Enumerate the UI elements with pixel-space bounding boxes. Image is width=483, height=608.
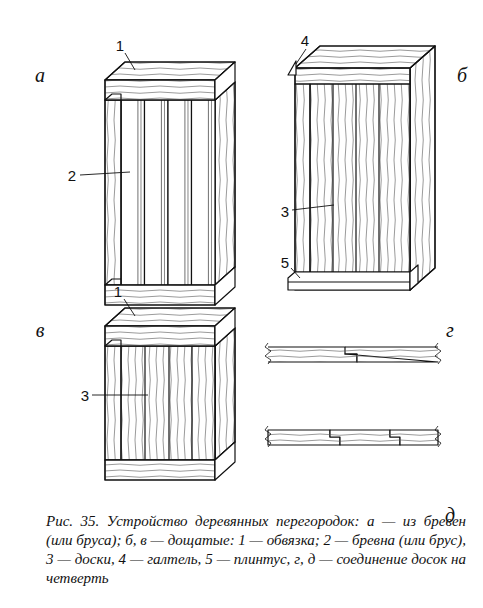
plinth-edge: [288, 281, 410, 282]
log-shade: [161, 100, 162, 285]
side-face: [215, 328, 235, 460]
figure-letter: а: [35, 65, 45, 85]
boards-grain: [121, 346, 215, 460]
rabbet-joint-d: [265, 426, 441, 447]
leader-line: [124, 299, 135, 316]
leader-line: [92, 395, 148, 396]
top-beam-grain: [105, 62, 235, 80]
callout-number: 4: [301, 33, 309, 48]
log-shade: [211, 100, 212, 285]
plinth-end: [410, 265, 418, 290]
top-beam-end: [215, 308, 235, 346]
board-section: [268, 347, 357, 362]
top-beam-grain: [105, 308, 235, 326]
log-shade: [187, 100, 188, 285]
board-joints: [333, 84, 379, 272]
channel-edge: [105, 340, 121, 346]
side-grain: [410, 46, 435, 290]
top-face: [295, 46, 435, 68]
figure-letter: б: [457, 65, 467, 85]
board-section: [345, 347, 438, 362]
board-grain: [268, 347, 357, 362]
callout-number: 1: [114, 284, 122, 299]
callout-number: 1: [116, 38, 124, 53]
board-joint: [355, 84, 356, 272]
board-joint: [332, 84, 333, 272]
log-shade: [140, 100, 141, 285]
rabbet-joint-g: [265, 343, 441, 364]
logs: [192, 100, 216, 285]
channel-edge: [105, 94, 121, 100]
plank-partition-b: [288, 46, 435, 290]
top-beam-front: [105, 326, 215, 346]
break-line: [435, 426, 441, 447]
bottom-beam-end: [215, 267, 235, 305]
callout-number: 5: [281, 255, 289, 270]
board-joint: [191, 346, 192, 460]
leader-line: [291, 268, 300, 278]
log: [168, 100, 192, 285]
boards-grain: [310, 84, 410, 272]
logs: [168, 100, 192, 285]
callout-number: 2: [68, 168, 76, 183]
board-joint: [168, 346, 169, 460]
bottom-beam-end: [215, 442, 235, 480]
boards-face: [105, 346, 215, 460]
log-side-grain: [215, 82, 235, 285]
top-beam-end: [215, 62, 235, 100]
log: [145, 100, 169, 285]
top-beam-front-grain: [105, 80, 215, 100]
post: [105, 346, 121, 460]
post: [295, 84, 310, 272]
bottom-beam-front: [105, 460, 215, 480]
log: [192, 100, 216, 285]
log-shade: [164, 100, 165, 285]
bottom-beam-grain: [105, 460, 215, 480]
logs: [121, 100, 145, 285]
callout-number: 3: [281, 204, 289, 219]
log-shade: [208, 100, 209, 285]
fillet: [288, 61, 296, 75]
board-grain: [268, 430, 438, 445]
figure-caption: Рис. 35. Устройство деревянных перегород…: [46, 512, 466, 588]
frame-post: [105, 100, 121, 285]
callout-number: 3: [81, 388, 89, 403]
log-shade: [137, 100, 138, 285]
break-line: [265, 343, 271, 364]
log-side: [215, 82, 235, 285]
board-joint: [144, 346, 145, 460]
log-shade: [184, 100, 185, 285]
log-partition-a: [105, 62, 235, 305]
board-joints: [145, 346, 192, 460]
figure-letter: в: [36, 320, 45, 340]
logs: [145, 100, 169, 285]
side-grain: [215, 328, 235, 460]
figure-letter: г: [446, 320, 454, 340]
plank-partition-v: [105, 308, 235, 480]
leader-lines: [80, 49, 334, 395]
side-face: [410, 46, 435, 290]
log: [121, 100, 145, 285]
break-line: [265, 426, 271, 447]
board-joint: [378, 84, 379, 272]
leader-line: [296, 49, 306, 64]
wood-partition-drawing: [80, 46, 441, 480]
top-beam-front-grain: [105, 326, 215, 346]
logs: [121, 100, 215, 285]
front-face: [295, 68, 410, 290]
frame-post-grain: [105, 100, 121, 285]
top-grain: [295, 46, 435, 68]
top-beam-top: [105, 62, 235, 80]
leader-line: [125, 53, 135, 70]
top-beam-top: [105, 308, 235, 326]
leader-line: [292, 205, 334, 210]
break-line: [435, 343, 441, 364]
leader-line: [80, 172, 130, 175]
board-grain: [345, 347, 438, 362]
top-beam-front: [105, 80, 215, 100]
top-beam: [295, 68, 410, 84]
plinth: [288, 272, 410, 290]
